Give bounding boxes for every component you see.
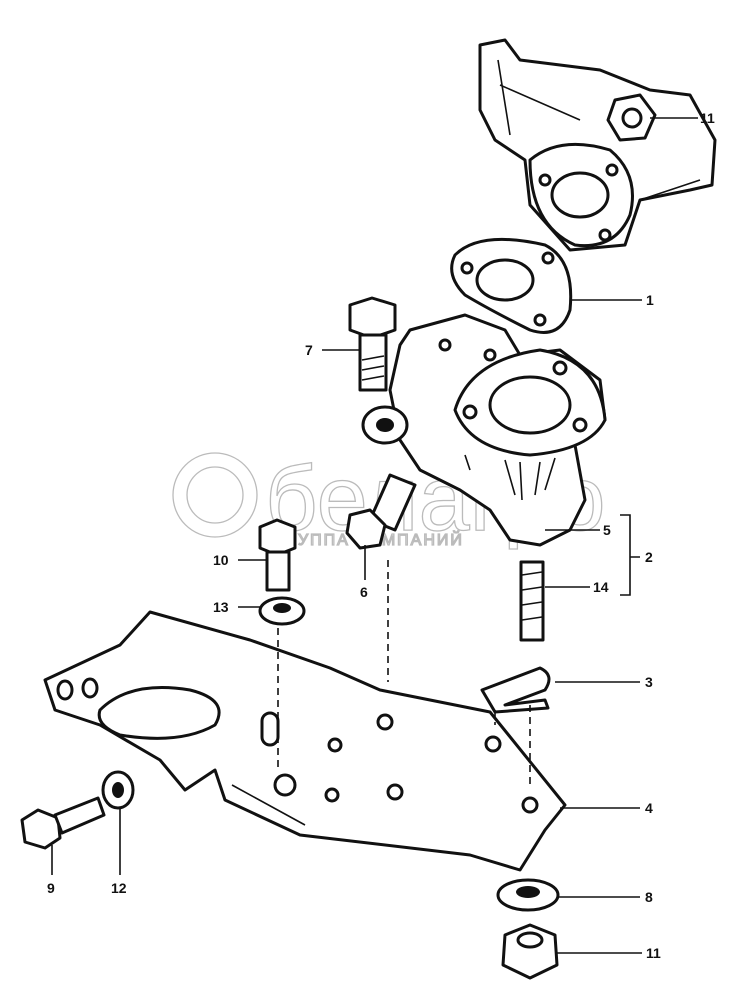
- gasket: [450, 237, 573, 334]
- bolt-middle: [345, 473, 417, 550]
- thermostat-housing: [388, 313, 607, 547]
- ring-fitting: [361, 405, 409, 445]
- washer-flat: [496, 878, 560, 912]
- u-clip: [480, 666, 551, 714]
- washer-small: [258, 596, 306, 626]
- bolt-lower: [20, 796, 106, 850]
- label-u-clip: 3: [645, 674, 653, 690]
- label-gasket: 1: [646, 292, 654, 308]
- bolt-left: [258, 518, 297, 592]
- label-washer-small: 13: [213, 599, 229, 615]
- label-lock-washer: 12: [111, 880, 127, 896]
- label-bolt-left: 10: [213, 552, 229, 568]
- label-housing: 5: [603, 522, 611, 538]
- part-labels: 11 1 7 5 2 14 10 6 13 3 4 9 12 8 11: [47, 110, 715, 961]
- leader-lines: [51, 117, 698, 954]
- label-bolt-upper: 7: [305, 342, 313, 358]
- stud: [519, 560, 545, 642]
- label-bolt-lower: 9: [47, 880, 55, 896]
- label-washer-flat: 8: [645, 889, 653, 905]
- label-stud: 14: [593, 579, 609, 595]
- mounting-bracket: [43, 610, 567, 872]
- label-bolt-middle: 6: [360, 584, 368, 600]
- alignment-lines: [277, 560, 531, 788]
- label-bottom-nut: 11: [646, 945, 661, 961]
- bolt-upper: [348, 296, 397, 392]
- top-nut: [606, 93, 657, 142]
- bottom-nut: [501, 923, 559, 980]
- label-assembly: 2: [645, 549, 653, 565]
- lock-washer: [101, 770, 135, 810]
- label-bracket: 4: [645, 800, 653, 816]
- label-top-nut: 11: [700, 110, 715, 126]
- outlet-housing: [478, 38, 717, 252]
